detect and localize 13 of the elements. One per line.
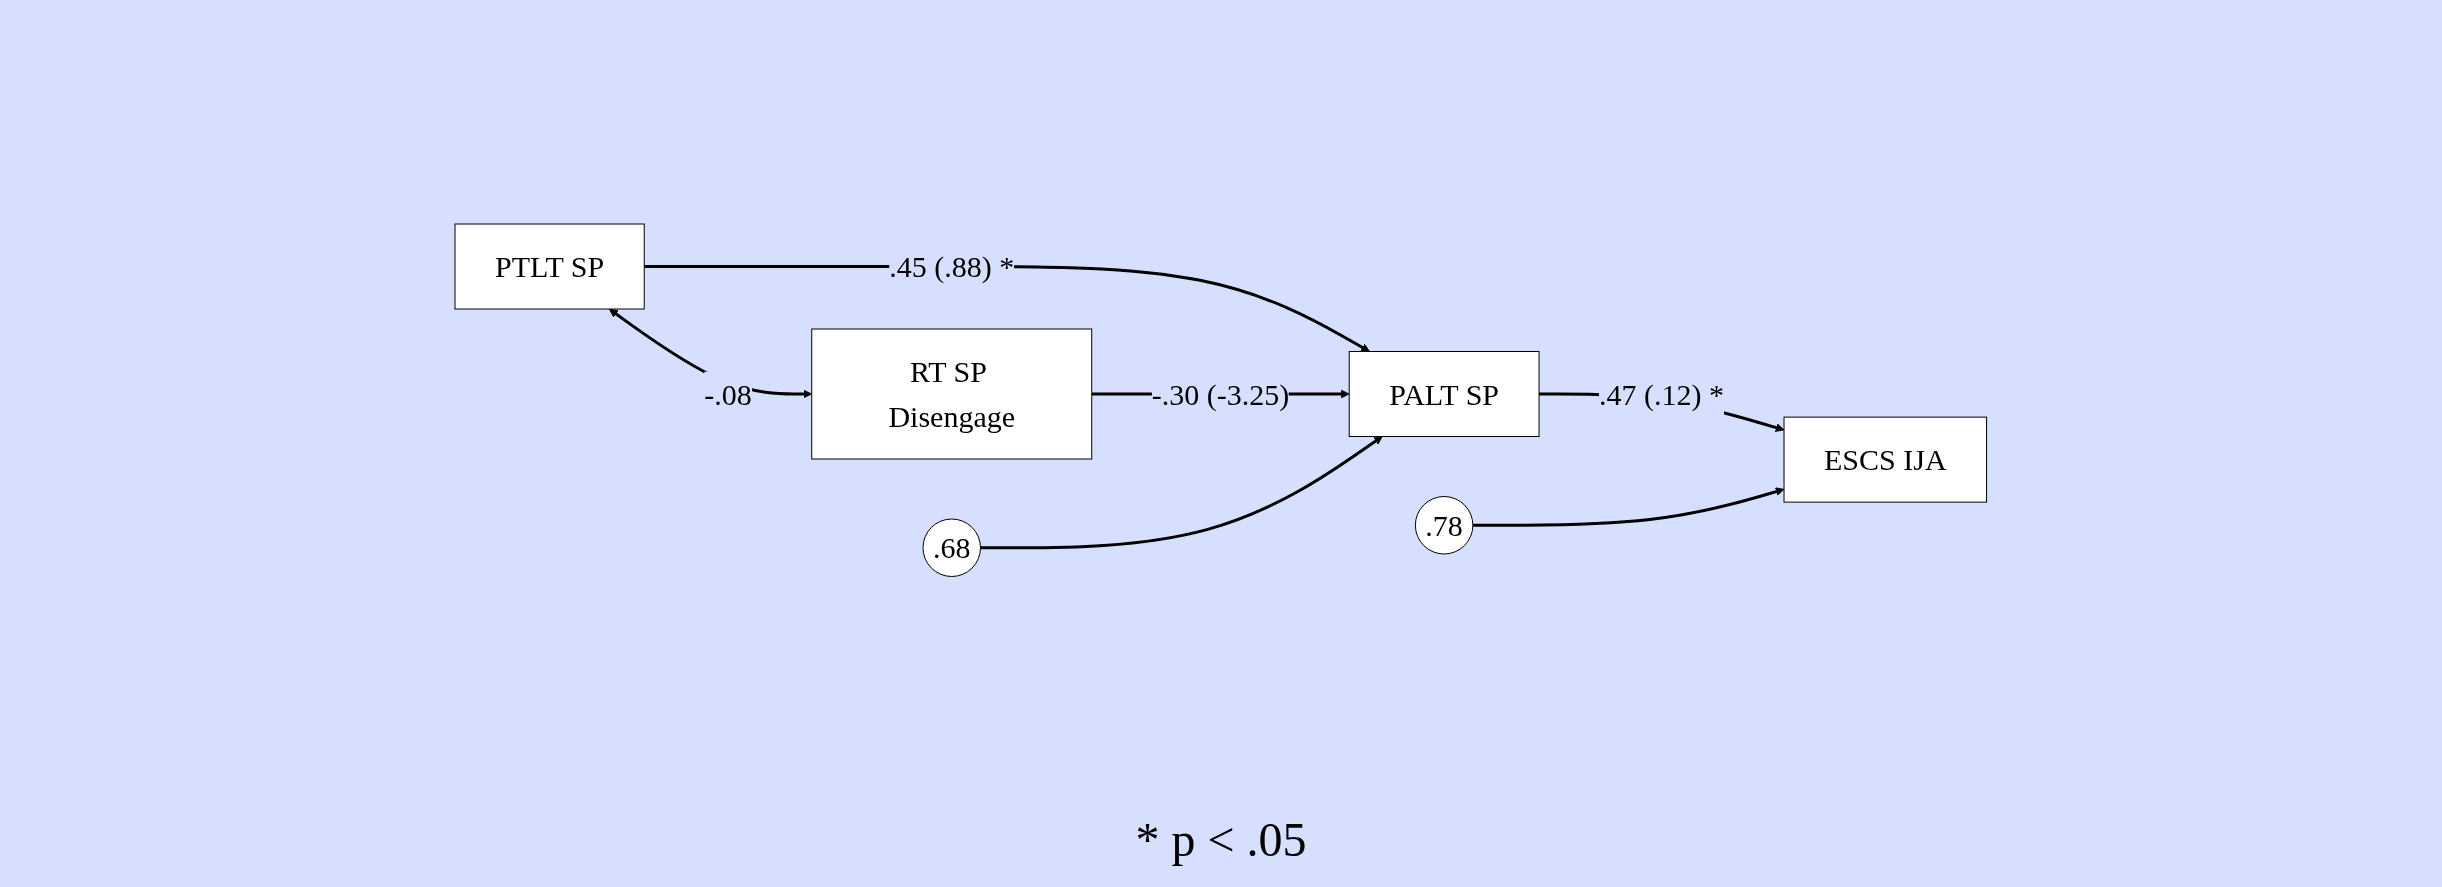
arrow bbox=[980, 435, 1383, 549]
node-box: RT SP Disengage bbox=[811, 328, 1093, 460]
node-circle: .78 bbox=[1415, 495, 1474, 555]
edge-label: -.08 bbox=[704, 377, 752, 411]
node-box: PTLT SP bbox=[454, 223, 645, 310]
significance-note: * p < .05 bbox=[1135, 813, 1307, 866]
node-box: PALT SP bbox=[1348, 350, 1540, 437]
edge-label: .47 (.12) * bbox=[1599, 377, 1725, 411]
arrow bbox=[1473, 487, 1785, 527]
edge-label: -.30 (-3.25) bbox=[1151, 377, 1290, 411]
edge-label: .45 (.88) * bbox=[889, 249, 1015, 283]
node-box: ESCS IJA bbox=[1783, 416, 1988, 503]
node-circle: .68 bbox=[922, 518, 982, 577]
